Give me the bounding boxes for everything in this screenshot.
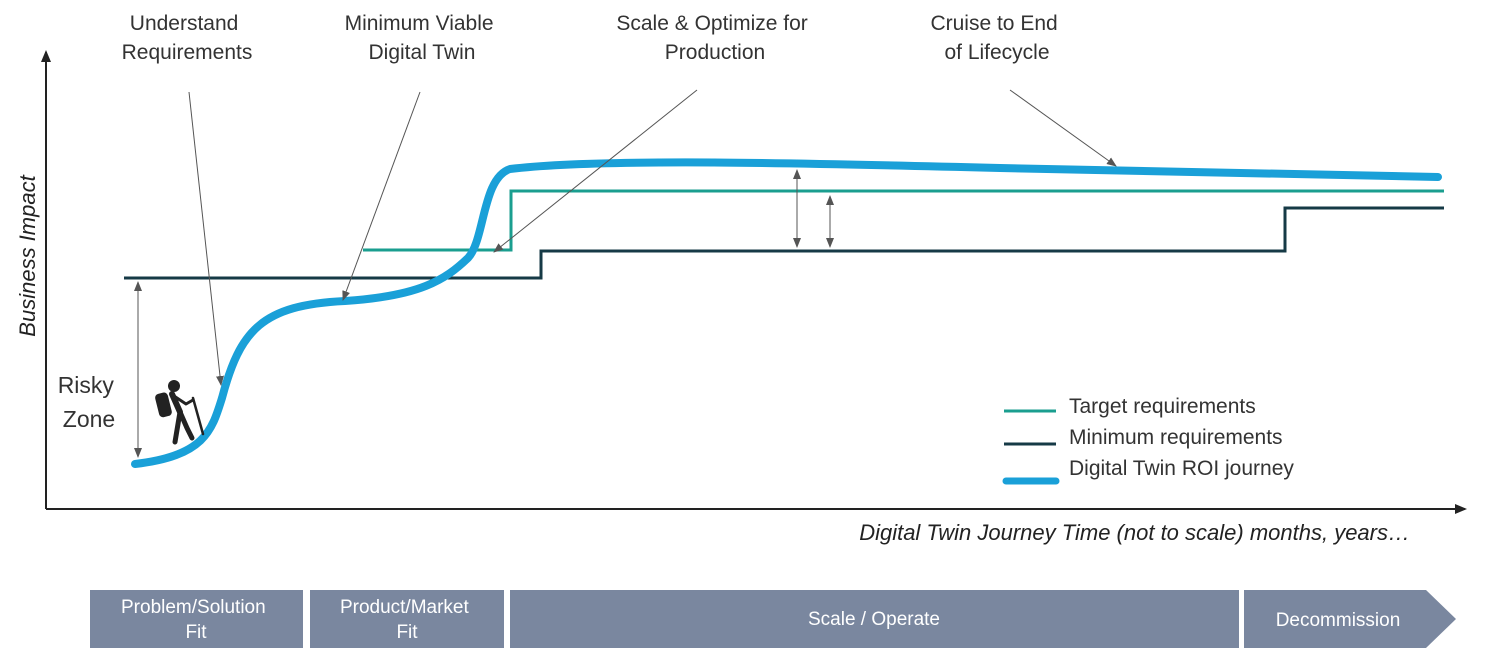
x-axis-label: Digital Twin Journey Time (not to scale)…	[859, 520, 1410, 545]
legend: Target requirements Minimum requirements…	[1002, 395, 1294, 485]
phase-product-market-label: Product/Market Fit	[340, 597, 474, 643]
phase-bar: Problem/Solution Fit Product/Market Fit …	[90, 590, 1456, 648]
mvdt-pointer	[342, 91, 421, 301]
minimum-requirements-line	[124, 206, 1444, 280]
mvdt-label: Minimum Viable Digital Twin	[345, 12, 500, 64]
risky-zone-label: Risky Zone	[58, 372, 121, 432]
phase-decommission-label: Decommission	[1276, 610, 1401, 631]
understand-label: Understand Requirements	[122, 12, 253, 64]
y-axis-label: Business Impact	[15, 174, 40, 336]
phase-decommission	[1244, 590, 1456, 648]
cruise-label: Cruise to End of Lifecycle	[930, 12, 1063, 64]
legend-journey-label: Digital Twin ROI journey	[1069, 457, 1294, 480]
hiker-icon	[155, 380, 205, 445]
phase-scale-operate	[510, 590, 1239, 648]
legend-minimum-label: Minimum requirements	[1069, 426, 1283, 449]
scale-pointer	[493, 89, 698, 253]
legend-target-label: Target requirements	[1069, 395, 1256, 418]
phase-scale-operate-label: Scale / Operate	[808, 609, 940, 630]
cruise-pointer	[1009, 89, 1117, 167]
target-requirements-line	[363, 189, 1444, 252]
understand-pointer	[188, 91, 224, 386]
phase-problem-solution-label: Problem/Solution Fit	[121, 597, 271, 643]
phase-product-market-fit	[310, 590, 504, 648]
phase-problem-solution-fit	[90, 590, 303, 648]
scale-label: Scale & Optimize for Production	[616, 12, 813, 64]
roi-journey-curve	[131, 158, 1442, 468]
